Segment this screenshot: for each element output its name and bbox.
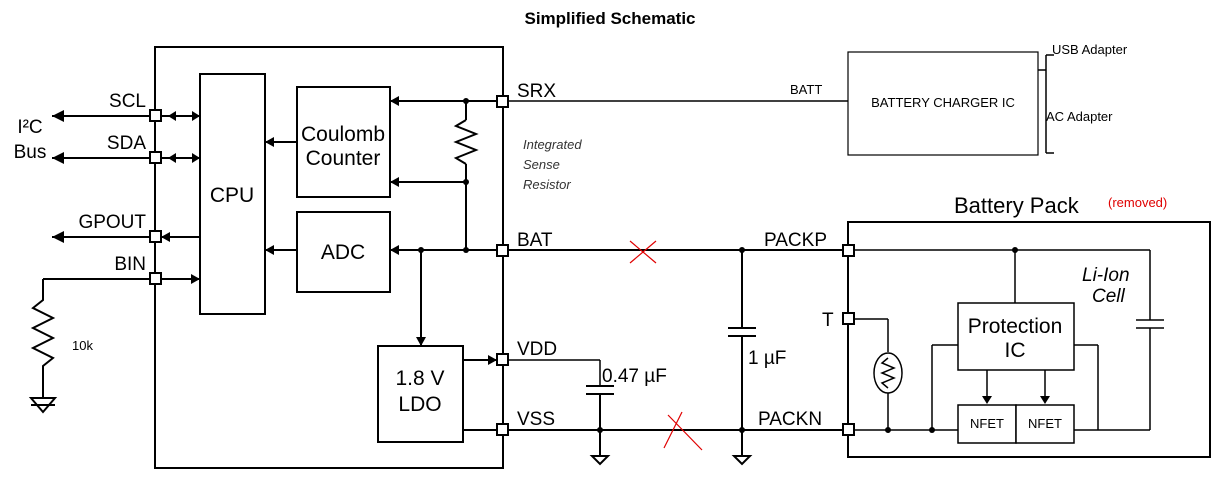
cell-label-line1: Li-Ion <box>1082 265 1130 286</box>
sda-pin <box>149 151 162 164</box>
protection-ic-block <box>957 302 1075 371</box>
bin-resistor <box>28 278 150 414</box>
bat-pin <box>496 244 509 257</box>
nfet1-block <box>957 404 1017 444</box>
bat-to-packp-wire <box>508 247 843 466</box>
usb-adapter-label: USB Adapter <box>1052 42 1128 57</box>
packp-label: PACKP <box>764 230 827 251</box>
adapter-wires <box>1038 54 1054 154</box>
thermistor <box>873 352 903 394</box>
sense-resistor <box>390 96 497 253</box>
adc-block <box>296 211 391 293</box>
cpu-block <box>199 73 266 315</box>
ldo-block <box>377 345 464 443</box>
t-label: T <box>822 310 834 331</box>
vdd-label: VDD <box>517 339 557 360</box>
cpu-label: CPU <box>210 184 254 207</box>
ldo-label-line2: LDO <box>398 393 441 416</box>
vss-label: VSS <box>517 409 555 430</box>
ldo-label-line1: 1.8 V <box>395 367 444 390</box>
srx-label: SRX <box>517 81 556 102</box>
packn-label: PACKN <box>758 409 822 430</box>
coulomb-counter-block <box>296 86 391 198</box>
gpout-pin <box>149 230 162 243</box>
battery-pack-title: Battery Pack <box>954 193 1080 218</box>
bus-label: Bus <box>14 142 47 163</box>
srx-pin <box>496 95 509 108</box>
charger-ic-block <box>847 51 1039 156</box>
ac-adapter-label: AC Adapter <box>1046 109 1113 124</box>
adc-label: ADC <box>321 241 365 264</box>
bin-pin <box>149 272 162 285</box>
cell-label-line2: Cell <box>1092 286 1126 307</box>
batt-label: BATT <box>790 82 822 97</box>
protection-label-line1: Protection <box>968 315 1063 338</box>
sense-note-line1: Integrated <box>523 137 582 152</box>
internal-wiring <box>265 137 497 431</box>
bin-resistor-value: 10k <box>72 338 93 353</box>
scl-label: SCL <box>109 91 146 112</box>
vdd-cap-value: 0.47 µF <box>602 366 667 387</box>
charger-ic-label: BATTERY CHARGER IC <box>871 95 1015 110</box>
coulomb-label-line1: Coulomb <box>301 123 385 146</box>
sda-label: SDA <box>107 133 146 154</box>
vdd-cap <box>508 359 614 466</box>
bat-label: BAT <box>517 230 553 251</box>
i2c-label: I²C <box>17 117 42 138</box>
pack-wiring <box>854 247 1164 433</box>
removed-note: (removed) <box>1108 195 1167 210</box>
i2c-bus-wires <box>52 110 200 284</box>
packp-pin <box>842 244 855 257</box>
vdd-pin <box>496 353 509 366</box>
bin-label: BIN <box>114 254 146 275</box>
sense-note-line2: Sense <box>523 157 560 172</box>
packn-pin <box>842 423 855 436</box>
nfet2-label: NFET <box>1028 416 1062 431</box>
scl-pin <box>149 109 162 122</box>
sense-note-line3: Resistor <box>523 177 571 192</box>
left-pin-group <box>149 109 162 285</box>
bat-cap-value: 1 µF <box>748 348 786 369</box>
nfet1-label: NFET <box>970 416 1004 431</box>
coulomb-label-line2: Counter <box>306 147 381 170</box>
t-pin <box>842 312 855 325</box>
protection-label-line2: IC <box>1005 339 1026 362</box>
nfet2-block <box>1015 404 1075 444</box>
vss-pin <box>496 423 509 436</box>
gpout-label: GPOUT <box>78 212 146 233</box>
removed-marks <box>629 240 703 451</box>
diagram-title: Simplified Schematic <box>525 9 696 28</box>
